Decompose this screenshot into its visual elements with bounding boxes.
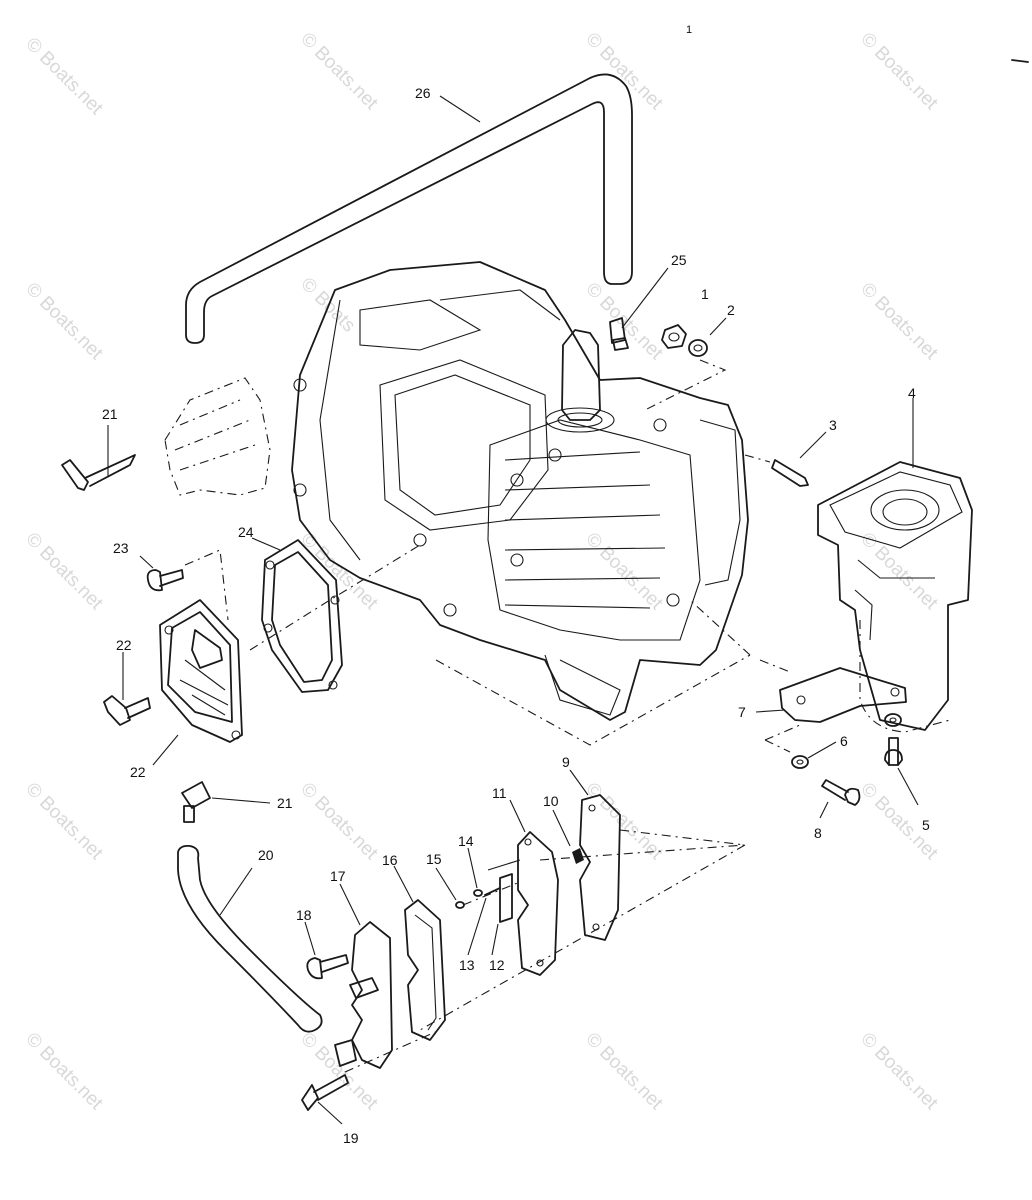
watermark: © Boats.net [581, 1029, 667, 1115]
watermark: © Boats.net [21, 529, 107, 615]
cylinder-block [291, 261, 749, 721]
callout-15: 15 [426, 851, 442, 867]
callout-2: 2 [727, 302, 735, 318]
callout-7: 7 [738, 704, 746, 720]
callout-16: 16 [382, 852, 398, 868]
part-3-stud [744, 431, 827, 487]
callout-13: 13 [459, 957, 475, 973]
part-16-plate [393, 865, 446, 1041]
watermark: © Boats.net [581, 529, 667, 615]
part-8-bolt [819, 779, 861, 819]
watermark: © Boats.net [856, 529, 942, 615]
callout-9: 9 [562, 754, 570, 770]
part-6-washer [764, 713, 902, 769]
watermark: © Boats.net [296, 529, 382, 615]
callout-10: 10 [543, 793, 559, 809]
watermark: © Boats.net [581, 779, 667, 865]
watermark: © Boats.net [856, 1029, 942, 1115]
corner-mark: 1 [686, 24, 692, 36]
part-callouts: 26 25 1 2 3 4 21 23 24 22 22 7 6 5 8 9 1… [102, 85, 930, 1146]
part-17-lever [334, 883, 393, 1069]
callout-18: 18 [296, 907, 312, 923]
watermark: © Boats.net [296, 779, 382, 865]
watermark: © Boats.net [21, 34, 107, 120]
watermark: © Boats.net [296, 1029, 382, 1115]
part-1-nut [661, 324, 687, 349]
callout-4: 4 [908, 385, 916, 401]
callout-21-lower: 21 [277, 795, 293, 811]
callout-8: 8 [814, 825, 822, 841]
callout-24: 23 [113, 540, 129, 556]
part-27-hose [185, 73, 633, 344]
part-11-plate [419, 799, 747, 1031]
watermark: © Boats.net [856, 279, 942, 365]
callout-22: 22 [130, 764, 146, 780]
part-22-cover [152, 599, 243, 766]
part-7-bracket [689, 599, 907, 723]
callout-20: 20 [258, 847, 274, 863]
callout-1: 1 [701, 286, 709, 302]
part-19-screw [301, 1029, 441, 1125]
watermark: © Boats.net [856, 29, 942, 115]
callout-6: 6 [840, 733, 848, 749]
callout-27: 26 [415, 85, 431, 101]
watermark: © Boats.net [21, 1029, 107, 1115]
callout-26: 25 [671, 252, 687, 268]
watermark: © Boats.net [296, 29, 382, 115]
callout-3: 3 [829, 417, 837, 433]
callout-17: 17 [330, 868, 346, 884]
callout-19: 19 [343, 1130, 359, 1146]
part-25-gasket [249, 537, 421, 693]
part-23-fitting [103, 652, 151, 726]
part-26-fitting [609, 267, 669, 351]
part-24-screw [139, 549, 229, 621]
part-20-hose [177, 844, 323, 1033]
reed-plate-outline [164, 377, 271, 496]
watermark: © Boats.net [581, 29, 667, 115]
watermark: © Boats.net [21, 779, 107, 865]
part-14-15-screws [435, 847, 521, 909]
part-21-fitting-lower [181, 781, 271, 823]
part-12-13-clip [467, 859, 521, 956]
part-5-bolt [884, 737, 919, 806]
part-21-fitting-upper [61, 425, 136, 491]
watermark: © Boats.net [581, 279, 667, 365]
callout-5: 5 [922, 817, 930, 833]
part-2-washer [644, 317, 727, 411]
part-10-pin [552, 809, 584, 864]
callout-11: 11 [492, 785, 507, 801]
part-18-screw [304, 921, 349, 980]
part-9-plate [569, 769, 621, 941]
callout-21-upper: 21 [102, 406, 118, 422]
edge-mark [1011, 59, 1029, 63]
part-4-housing [817, 398, 973, 733]
assembly-line [435, 654, 751, 746]
callout-25: 24 [238, 524, 254, 540]
callout-12: 12 [489, 957, 505, 973]
watermark: © Boats.net [21, 279, 107, 365]
callout-23: 22 [116, 637, 132, 653]
callout-14: 14 [458, 833, 474, 849]
